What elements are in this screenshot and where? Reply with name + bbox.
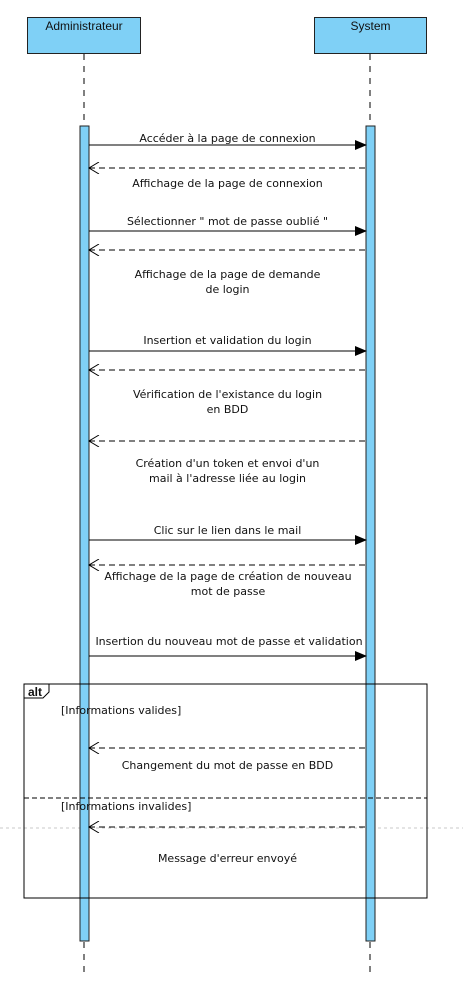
- alt-valid-message-label: Changement du mot de passe en BDD: [121, 759, 334, 772]
- alt-fragment: [23, 683, 428, 899]
- message-label: Création d'un token et envoi d'un mail à…: [135, 457, 320, 485]
- message-label: Clic sur le lien dans le mail: [153, 524, 302, 537]
- alt-invalid-message-label: Message d'erreur envoyé: [157, 852, 298, 865]
- message-label: Sélectionner " mot de passe oublié ": [126, 215, 329, 228]
- message-label: Affichage de la page de connexion: [132, 177, 323, 190]
- administrator-activation-bar: [79, 125, 90, 942]
- message-label: Accéder à la page de connexion: [139, 132, 316, 145]
- system-activation-bar: [365, 125, 376, 942]
- message-label: Affichage de la page de demande de login: [134, 268, 321, 296]
- alt-guard-valid: [Informations valides]: [61, 704, 182, 717]
- message-label: Insertion et validation du login: [143, 334, 312, 347]
- message-label: Vérification de l'existance du login en …: [132, 388, 323, 416]
- alt-fragment-label: alt: [28, 685, 43, 699]
- actor-administrator: Administrateur: [27, 17, 141, 54]
- actor-system-label: System: [350, 19, 391, 33]
- alt-fragment-tab: [24, 683, 50, 699]
- alt-guard-invalid: [Informations invalides]: [61, 800, 192, 813]
- actor-system: System: [314, 17, 427, 54]
- message-label: Insertion du nouveau mot de passe et val…: [95, 635, 363, 648]
- message-label: Affichage de la page de création de nouv…: [104, 570, 352, 598]
- actor-administrator-label: Administrateur: [45, 19, 123, 33]
